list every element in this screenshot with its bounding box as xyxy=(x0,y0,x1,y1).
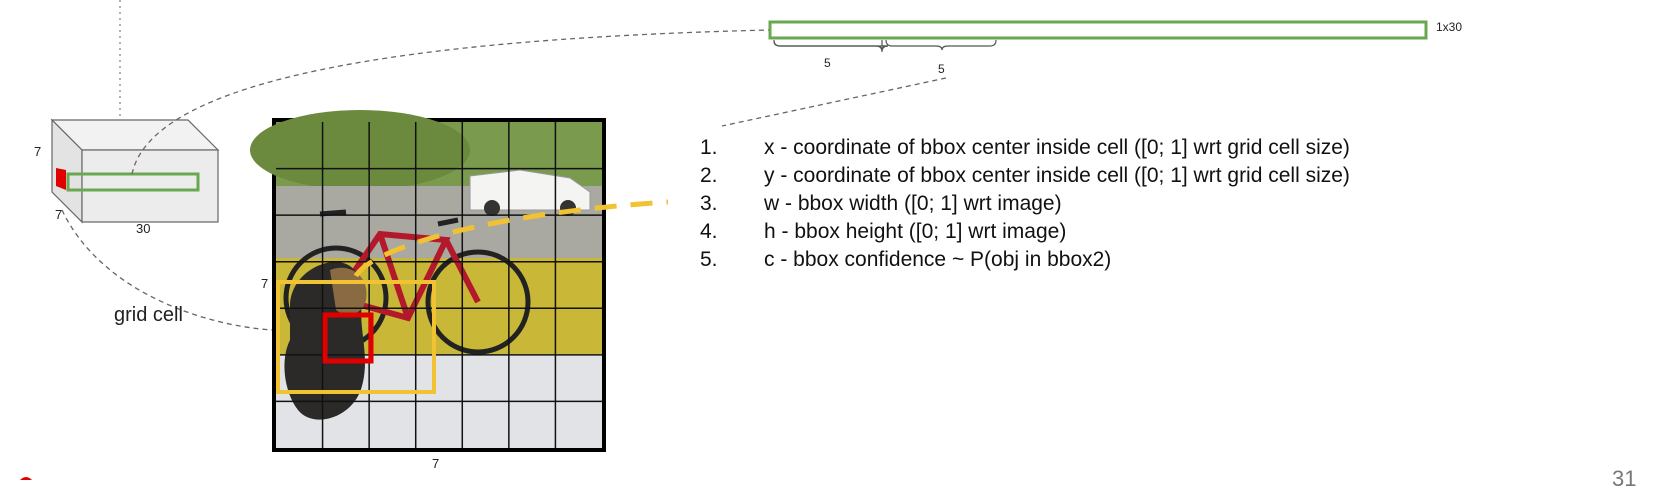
cube-cell-vector xyxy=(66,172,200,192)
output-tensor-cube xyxy=(50,118,220,224)
page-number: 31 xyxy=(1612,466,1637,491)
legend-item: 5. c - bbox confidence ~ P(obj in bbox2) xyxy=(700,246,1350,274)
legend-item-number: 2. xyxy=(700,164,718,187)
vector-size-label: 1x30 xyxy=(1436,20,1463,34)
cube-width-label: 30 xyxy=(136,221,151,236)
legend-item-number: 3. xyxy=(700,192,718,215)
input-image xyxy=(250,110,606,452)
legend-item: 4. h - bbox height ([0; 1] wrt image) xyxy=(700,218,1350,246)
prediction-vector-bar xyxy=(768,20,1428,40)
cube-front-face xyxy=(81,149,219,223)
legend-item-text: c - bbox confidence ~ P(obj in bbox2) xyxy=(764,248,1112,271)
legend-item-text: h - bbox height ([0; 1] wrt image) xyxy=(764,220,1067,243)
scene-tree xyxy=(250,110,470,190)
legend-item-number: 5. xyxy=(700,248,718,271)
cube-height-label: 7 xyxy=(34,144,42,159)
legend-item-text: x - coordinate of bbox center inside cel… xyxy=(764,136,1350,159)
grid-cell-highlight xyxy=(322,312,374,364)
segment-1-label: 5 xyxy=(824,56,831,70)
legend-item: 1. x - coordinate of bbox center inside c… xyxy=(700,134,1350,162)
connector-cube-to-cell xyxy=(61,209,273,331)
legend-item-number: 4. xyxy=(700,220,718,243)
connector-cube-to-vector xyxy=(131,29,771,175)
segment-2-label: 5 xyxy=(938,62,945,76)
bbox-yellow xyxy=(276,280,436,394)
legend-item-number: 1. xyxy=(700,136,718,159)
diagram-canvas xyxy=(20,0,1428,480)
connector-bbox-to-list xyxy=(353,199,669,278)
grid-side-label: 7 xyxy=(261,276,269,291)
brace-segment-1 xyxy=(773,39,889,51)
grid-cell-label: grid cell xyxy=(114,304,183,326)
legend-item-text: w - bbox width ([0; 1] wrt image) xyxy=(764,192,1062,215)
scene-car-wheel xyxy=(484,200,500,216)
corner-mark xyxy=(20,477,32,480)
grid-bottom-label: 7 xyxy=(432,456,440,471)
legend-item: 2. y - coordinate of bbox center inside c… xyxy=(700,162,1350,190)
brace-segment-2 xyxy=(885,39,997,51)
cube-depth-label: 7 xyxy=(55,207,63,222)
scene-dog-head xyxy=(330,267,367,315)
image-grid xyxy=(276,122,602,448)
cube-selected-cell xyxy=(56,168,66,190)
scene-car xyxy=(469,169,591,211)
legend-item: 3. w - bbox width ([0; 1] wrt image) xyxy=(700,190,1350,218)
legend-item-text: y - coordinate of bbox center inside cel… xyxy=(764,164,1350,187)
connector-brace-to-list xyxy=(721,77,947,127)
bbox-parameter-list: 1. x - coordinate of bbox center inside c… xyxy=(700,134,1350,274)
scene-bicycle-handles xyxy=(319,209,459,227)
